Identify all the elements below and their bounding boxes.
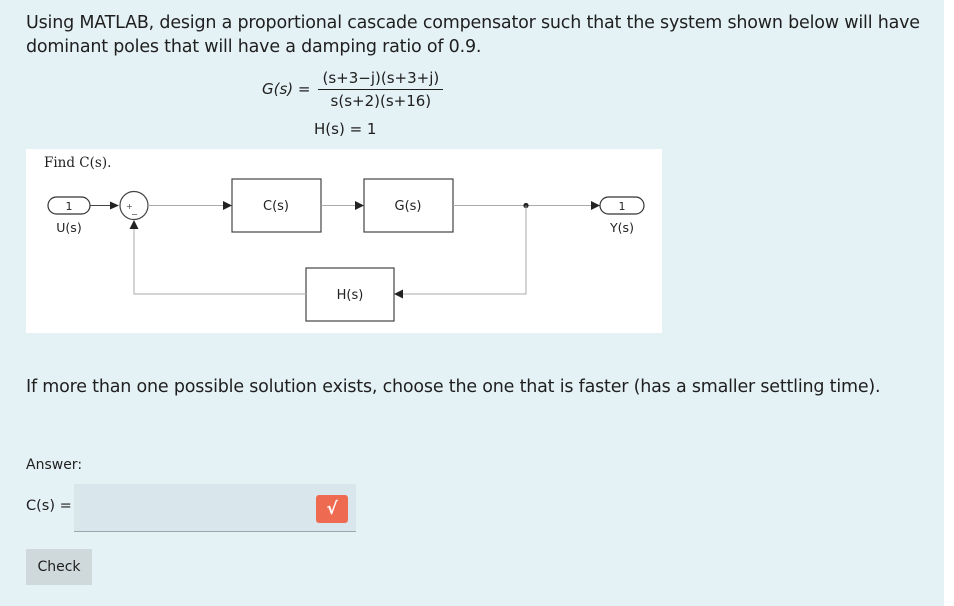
find-c-text: Find C(s).: [44, 155, 112, 171]
sqrt-icon: √: [326, 499, 338, 519]
sum-minus-sign: −: [131, 210, 138, 219]
input-value: 1: [66, 200, 73, 213]
g-equation-lhs: G(s) =: [262, 80, 311, 98]
feedback-line-left: [133, 228, 306, 295]
math-editor-button[interactable]: √: [316, 495, 348, 523]
arrow-to-g: [355, 201, 364, 210]
g-numerator: (s+3−j)(s+3+j): [318, 69, 444, 90]
answer-input[interactable]: [74, 484, 356, 532]
h-equation: H(s) = 1: [314, 120, 377, 138]
block-diagram: 1 U(s) + − C(s) G(s) 1 Y(s) H(s): [26, 149, 662, 333]
c-block: [231, 178, 322, 233]
question-text: Using MATLAB, design a proportional casc…: [26, 13, 920, 57]
input-label: U(s): [56, 220, 81, 235]
output-label: Y(s): [609, 220, 634, 235]
feedback-line-right: [402, 205, 527, 295]
arrow-to-sum-feedback: [129, 220, 139, 229]
h-block: [305, 267, 395, 322]
output-value: 1: [619, 200, 626, 213]
block-diagram-svg: 1 U(s) + − C(s) G(s) 1 Y(s) H(s): [47, 178, 645, 322]
output-terminal: [599, 196, 645, 215]
c-equals-label: C(s) =: [26, 498, 72, 514]
c-block-label: C(s): [263, 199, 289, 214]
check-button[interactable]: Check: [26, 549, 92, 585]
sum-plus-sign: +: [126, 202, 133, 211]
arrow-to-h: [394, 289, 403, 299]
g-fraction: (s+3−j)(s+3+j) s(s+2)(s+16): [318, 69, 444, 110]
followup-text: If more than one possible solution exist…: [26, 377, 881, 397]
g-equation: G(s) = (s+3−j)(s+3+j) s(s+2)(s+16): [262, 66, 444, 112]
arrow-to-c: [223, 201, 232, 210]
answer-label: Answer:: [26, 457, 83, 473]
h-block-label: H(s): [337, 288, 364, 303]
g-block-label: G(s): [395, 199, 422, 214]
arrow-to-output: [591, 201, 600, 210]
g-denominator: s(s+2)(s+16): [330, 91, 432, 110]
arrow-to-sum: [110, 201, 119, 210]
